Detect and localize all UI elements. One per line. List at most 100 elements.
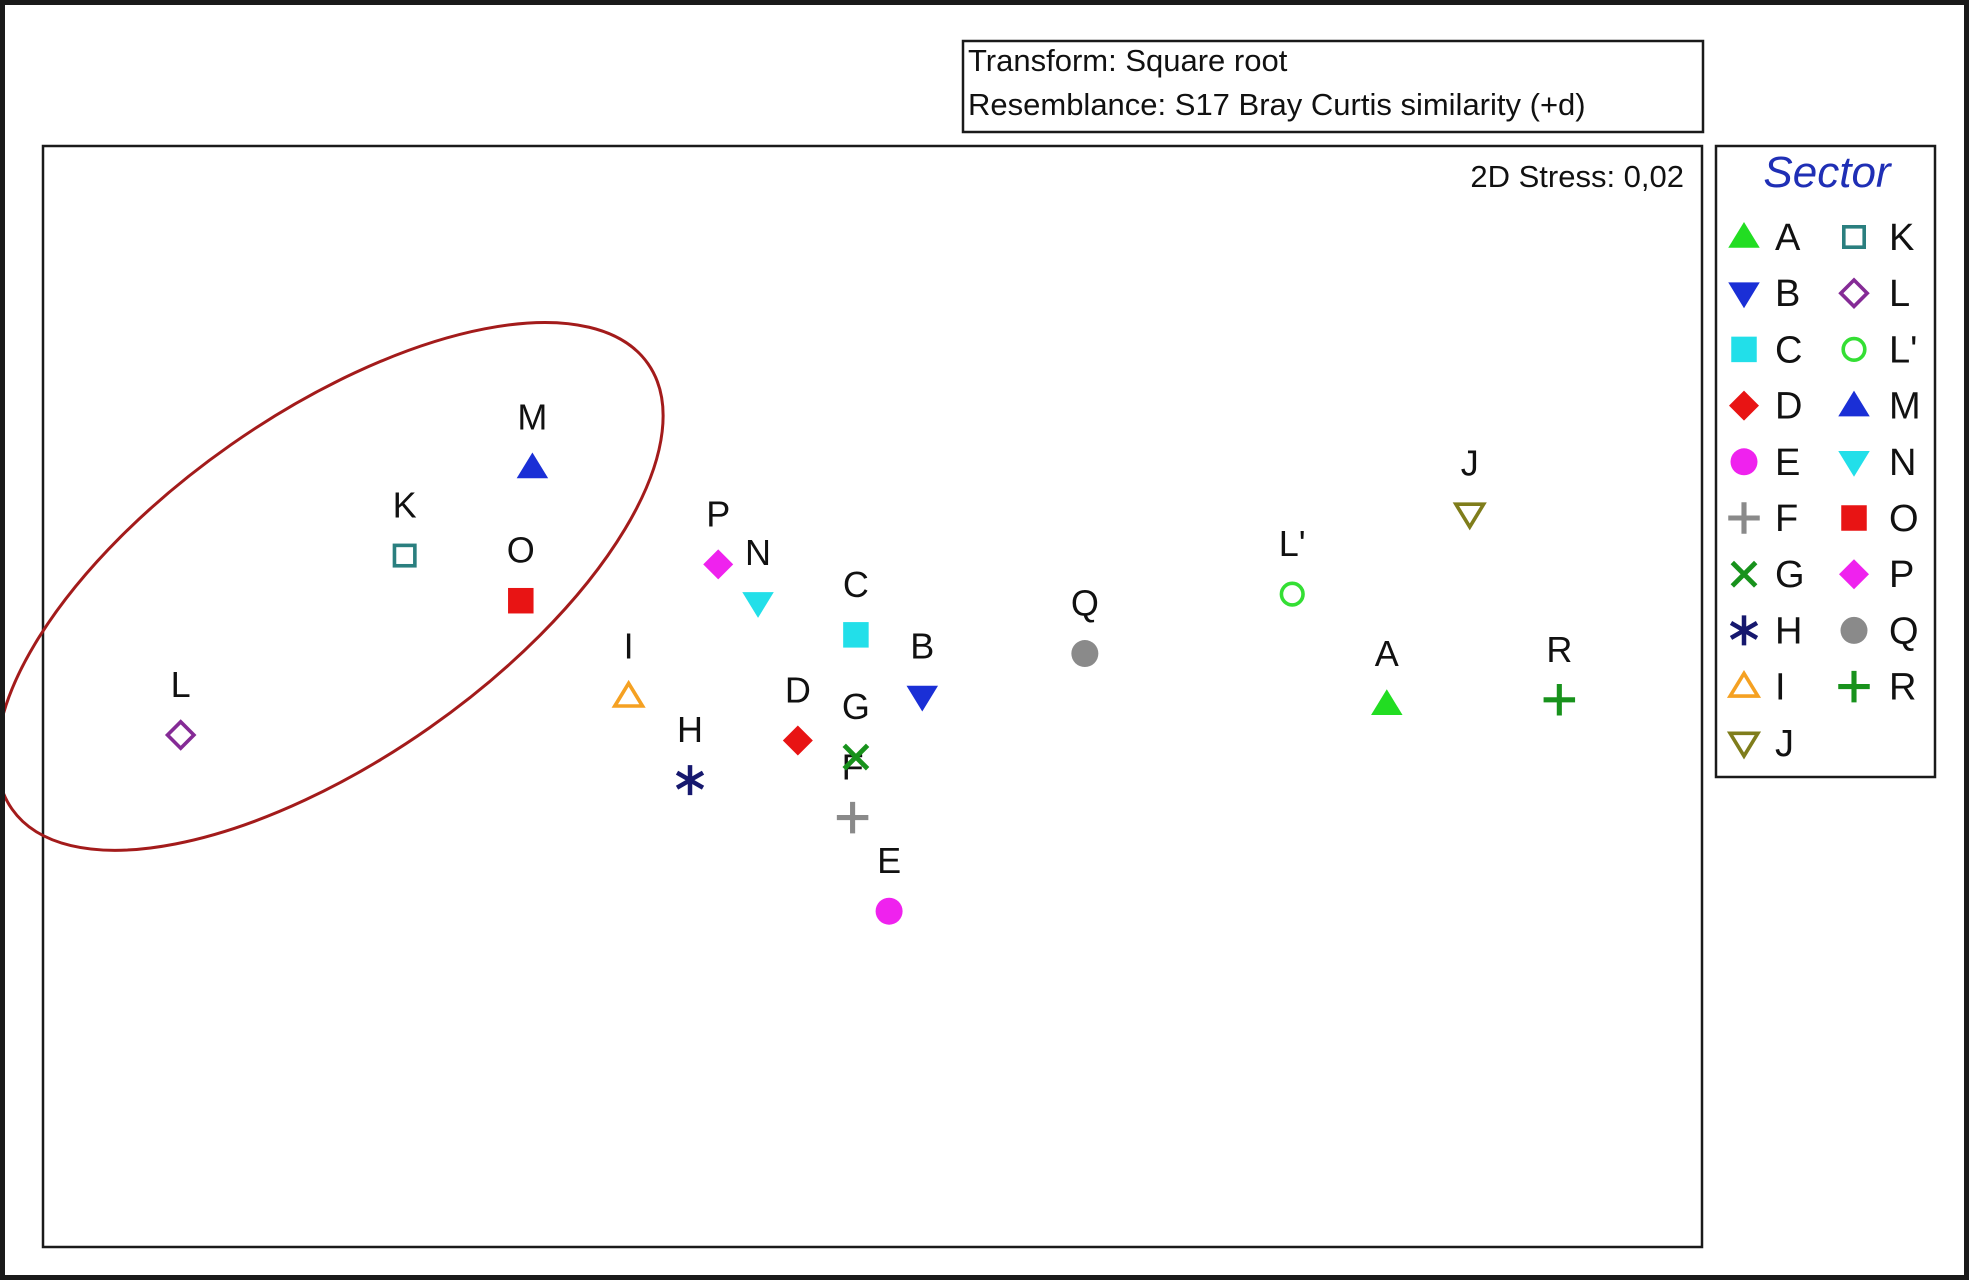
info-box: Transform: Square root Resemblance: S17 … [961,39,1705,134]
legend-title: Sector [1763,148,1893,197]
point-label-a: A [1375,633,1399,674]
point-g-shape [842,743,870,771]
legend-label-f: F [1775,498,1798,540]
point-g [842,743,870,771]
transform-label: Transform: Square root [968,43,1288,78]
legend-label-j: J [1775,723,1794,765]
legend-symbol-l [1838,277,1870,309]
legend-symbol-g-shape [1730,560,1758,588]
point-n [742,592,774,618]
point-m-shape [516,452,549,479]
legend-label-lprime: L' [1889,329,1917,371]
legend-symbol-b [1728,282,1760,309]
point-j [1452,502,1487,531]
legend-symbol-n-shape [1838,451,1870,477]
legend-label-b: B [1775,273,1800,315]
point-j-shape [1452,502,1487,531]
legend-label-o: O [1889,498,1919,540]
point-p-shape [703,549,734,580]
point-a-shape [1371,689,1403,716]
point-h-shape [675,765,705,796]
point-i-shape [611,679,646,708]
legend-label-g: G [1775,554,1805,596]
legend-symbol-i-shape [1726,669,1762,698]
point-e [875,897,903,925]
point-l [164,719,197,751]
legend-label-i: I [1775,667,1786,709]
legend-symbol-k [1842,225,1867,250]
point-k [392,543,417,568]
legend-label-c: C [1775,329,1802,371]
point-c [843,622,869,648]
legend-symbol-h-shape [1729,615,1759,646]
point-c-shape [843,622,869,648]
point-label-r: R [1546,629,1572,670]
legend-symbol-m [1838,390,1870,417]
legend-symbol-q-shape [1840,616,1868,644]
point-d-shape [782,725,813,756]
legend-label-n: N [1889,442,1916,484]
point-f [836,801,869,834]
resemblance-label: Resemblance: S17 Bray Curtis similarity … [968,87,1586,122]
point-label-d: D [785,670,811,711]
point-q [1071,640,1099,668]
legend-symbol-o [1841,505,1867,531]
legend-label-m: M [1889,386,1921,428]
point-label-e: E [877,840,901,881]
cluster-ellipse-layer [5,321,665,852]
point-label-lprime: L' [1279,523,1306,564]
point-label-g: G [842,686,870,727]
point-e-shape [875,897,903,925]
legend-label-p: P [1889,554,1914,596]
point-label-m: M [517,396,547,437]
point-f-shape [836,801,869,834]
point-label-h: H [677,709,703,750]
legend-symbol-c-shape [1731,336,1757,363]
legend-symbol-h [1729,615,1759,646]
legend-symbol-d-shape [1729,390,1759,421]
point-b-shape [906,685,939,712]
plot-area-border [41,144,1704,1249]
legend-symbol-a [1728,222,1760,248]
legend-label-q: Q [1889,610,1919,652]
point-b [906,685,939,712]
legend-label-d: D [1775,386,1802,428]
legend-symbol-e [1730,448,1758,476]
point-label-q: Q [1071,583,1099,624]
point-h [675,765,705,796]
legend-label-k: K [1889,217,1914,259]
nmds-plot: Transform: Square root Resemblance: S17 … [5,39,1937,1249]
point-k-shape [392,543,417,568]
legend-symbol-k-shape [1842,225,1867,250]
point-label-p: P [706,493,730,534]
legend-label-r: R [1889,667,1916,709]
legend-symbol-m-shape [1838,390,1870,417]
legend-symbol-c [1731,336,1757,363]
legend-symbol-lprime [1841,336,1867,363]
legend-symbol-i [1726,669,1762,698]
point-o-shape [508,587,534,614]
point-l-shape [164,719,197,751]
legend-symbol-lprime-shape [1841,336,1867,363]
legend-symbol-j [1726,731,1762,760]
legend-label-a: A [1775,217,1801,259]
point-r-shape [1543,684,1576,716]
point-label-o: O [507,530,535,571]
legend-symbol-j-shape [1726,731,1762,760]
point-label-i: I [624,626,634,667]
legend-label-e: E [1775,442,1800,484]
point-q-shape [1071,640,1099,668]
legend-symbol-o-shape [1841,505,1867,531]
point-d [782,725,813,756]
point-i [611,679,646,708]
legend-label-l: L [1889,273,1910,315]
cluster-ellipse [5,321,665,852]
legend-symbol-e-shape [1730,448,1758,476]
legend-symbol-g [1730,560,1758,588]
legend-symbol-a-shape [1728,222,1760,248]
point-r [1543,684,1576,716]
